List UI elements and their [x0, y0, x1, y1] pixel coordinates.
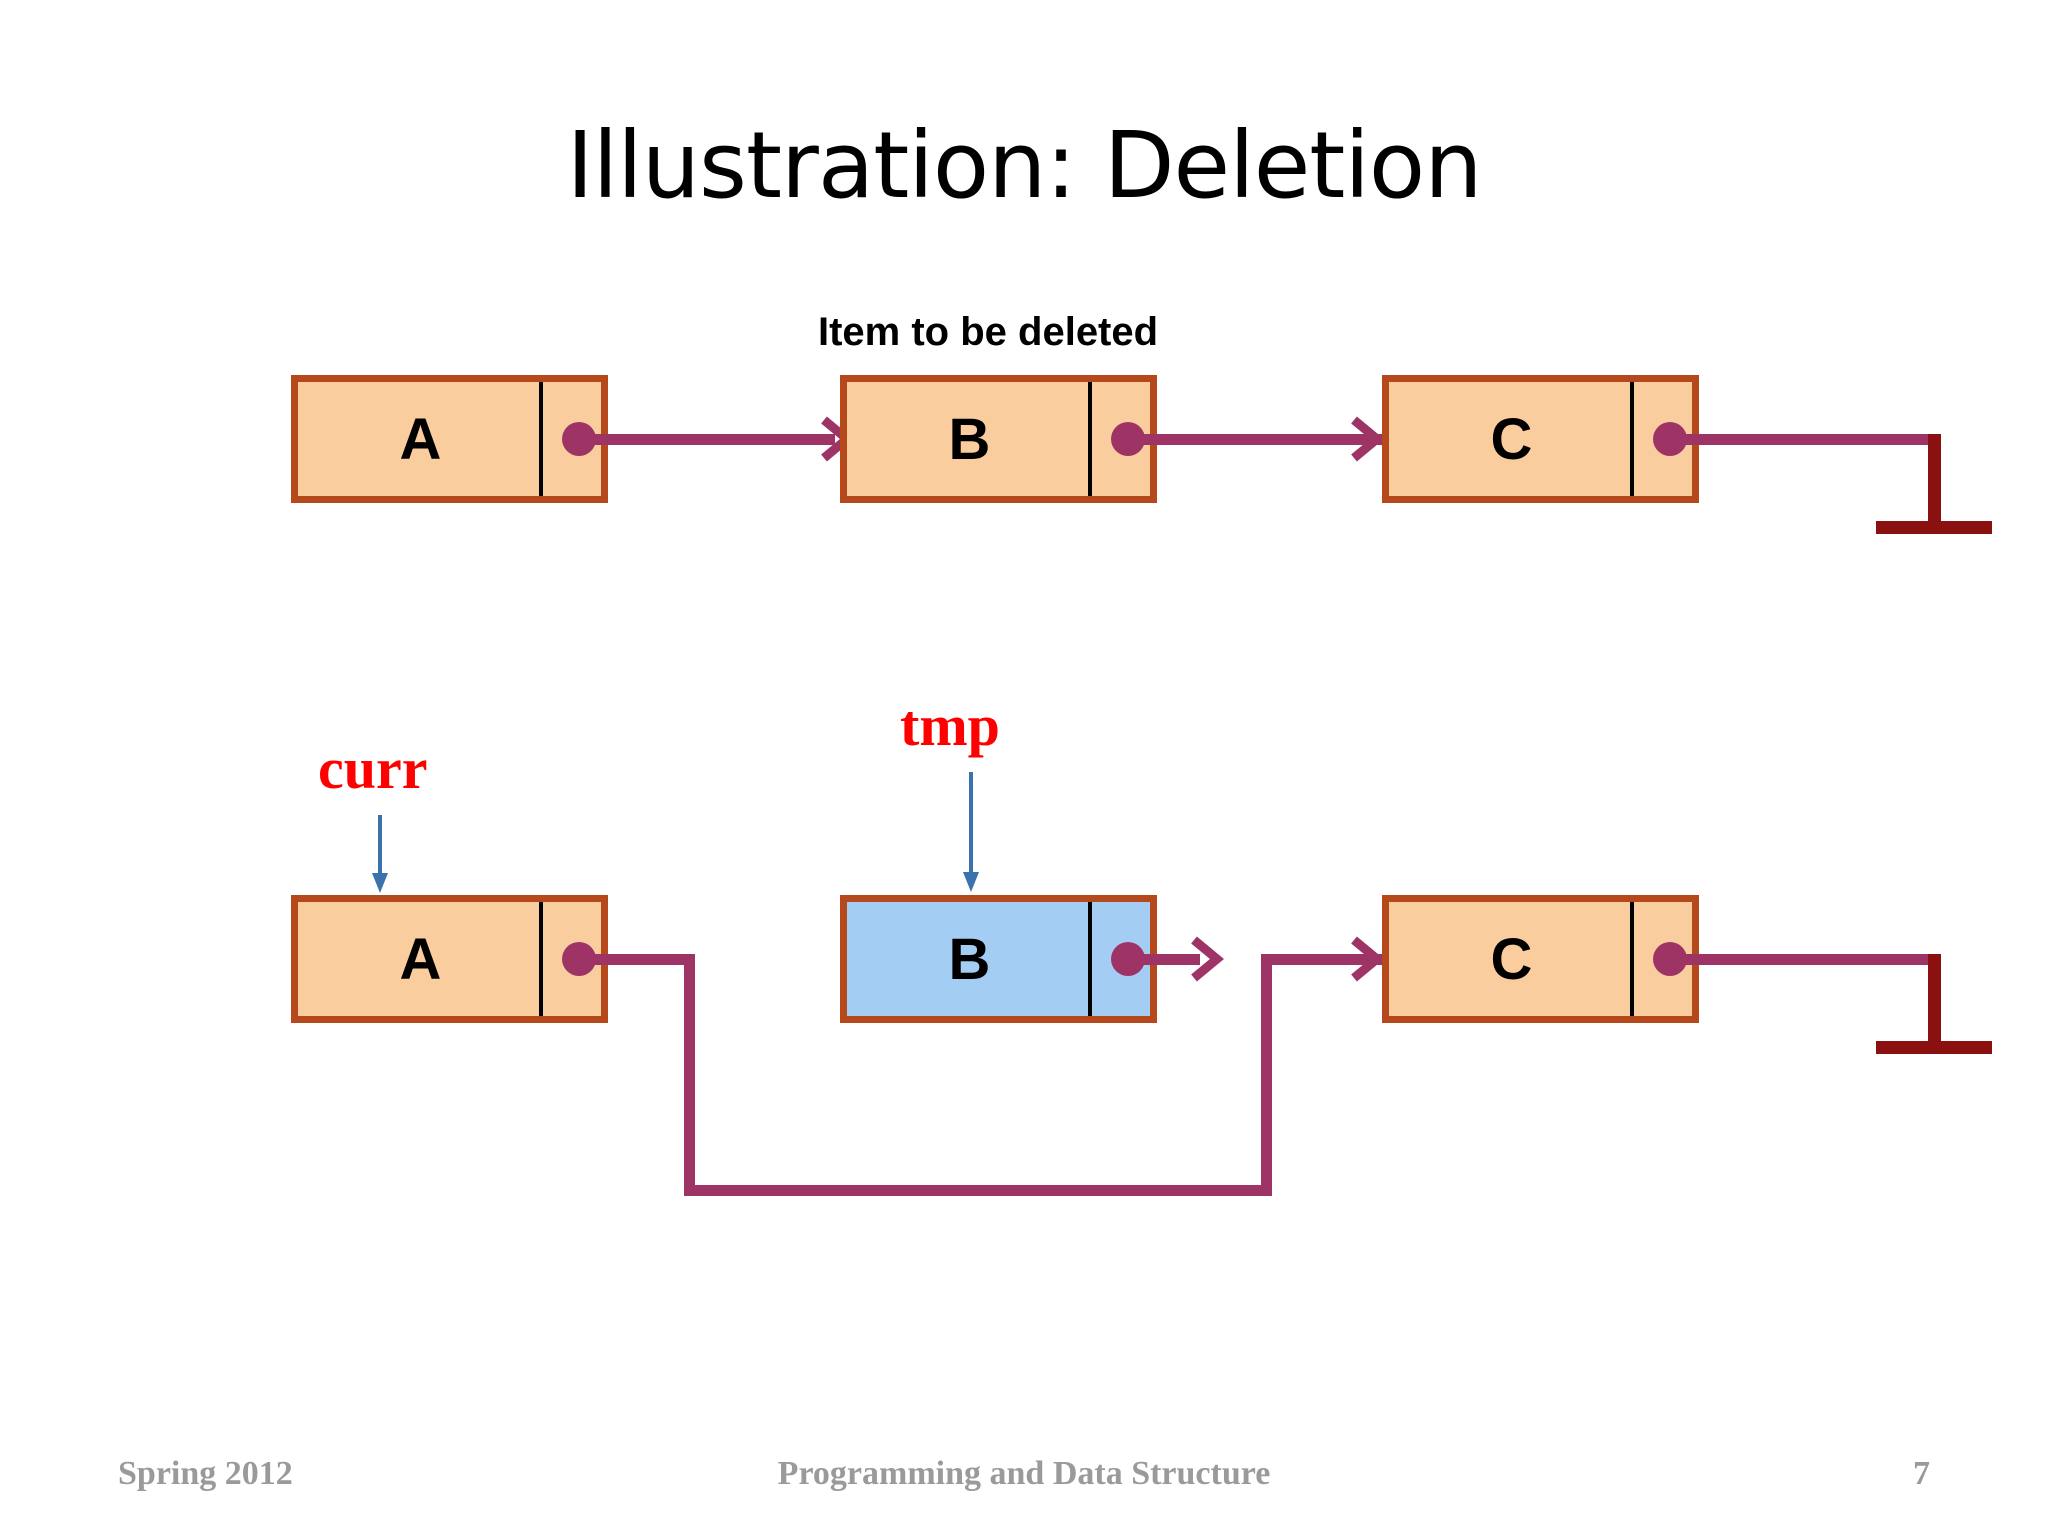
node-divider-icon [1088, 902, 1092, 1016]
arrow-head-icon [1190, 936, 1224, 982]
pointer-wire-a-to-b-row1 [585, 434, 835, 445]
variable-arrow-curr-icon [367, 815, 393, 893]
node-c-row2: C [1382, 895, 1699, 1023]
node-b-row2: B [840, 895, 1157, 1023]
node-divider-icon [1630, 902, 1634, 1016]
arrow-head-icon [1350, 936, 1384, 982]
page-title: Illustration: Deletion [566, 112, 1482, 219]
bypass-wire-bottom-segment [684, 1185, 1272, 1196]
variable-label-tmp: tmp [900, 693, 1000, 758]
footer-page-number: 7 [1913, 1455, 1930, 1492]
variable-label-curr: curr [318, 736, 428, 801]
footer-course-title: Programming and Data Structure [777, 1455, 1271, 1492]
node-divider-icon [539, 902, 543, 1016]
node-a-row1-label: A [399, 406, 442, 472]
null-terminator-bar-row2 [1876, 1041, 1992, 1054]
footer-term: Spring 2012 [118, 1455, 293, 1492]
node-a-row1: A [291, 375, 608, 503]
dangling-wire-b-row2 [1134, 954, 1200, 965]
node-divider-icon [1630, 382, 1634, 496]
bypass-wire-up-segment [1261, 954, 1272, 1196]
pointer-wire-c-to-null-row1 [1676, 434, 1938, 445]
bypass-wire-down-segment [684, 954, 695, 1196]
pointer-wire-c-to-null-row2 [1676, 954, 1938, 965]
node-divider-icon [1088, 382, 1092, 496]
item-to-be-deleted-caption: Item to be deleted [818, 310, 1159, 354]
null-terminator-stem-row2 [1928, 954, 1941, 1054]
arrow-head-icon [1350, 416, 1384, 462]
node-divider-icon [539, 382, 543, 496]
null-terminator-stem-row1 [1928, 434, 1941, 534]
node-c-row1: C [1382, 375, 1699, 503]
node-c-row1-label: C [1490, 406, 1533, 472]
node-b-row1: B [840, 375, 1157, 503]
node-b-row1-label: B [948, 406, 991, 472]
node-a-row2: A [291, 895, 608, 1023]
bypass-wire-a-out-segment [585, 954, 695, 965]
node-c-row2-label: C [1490, 926, 1533, 992]
pointer-wire-b-to-c-row1 [1134, 434, 1384, 445]
variable-arrow-tmp-icon [958, 772, 984, 892]
bypass-wire-c-in-segment [1261, 954, 1384, 965]
node-a-row2-label: A [399, 926, 442, 992]
node-b-row2-label: B [948, 926, 991, 992]
null-terminator-bar-row1 [1876, 521, 1992, 534]
